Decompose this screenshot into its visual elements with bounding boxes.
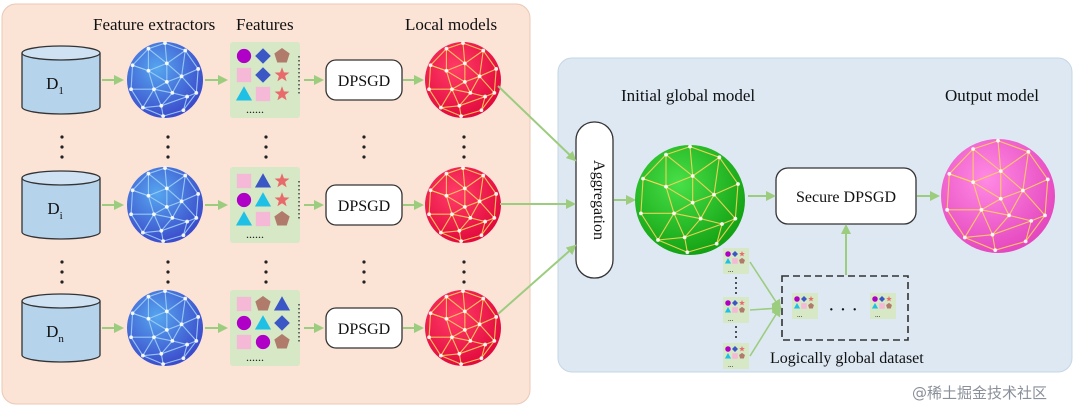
header-output-model: Output model [945,86,1039,105]
logical-dataset-label: Logically global dataset [770,350,924,367]
local-model-sphere [425,41,501,119]
logical-dataset-box [781,275,909,341]
vertical-ellipsis [462,260,466,284]
features-ellipsis: ...... [246,227,264,241]
dpsgd-label: DPSGD [338,73,390,90]
dataset-label: D1 [46,74,64,97]
local-model-mesh [427,166,499,244]
dataset-horizontal-ellipsis: · · · [828,299,858,321]
mini-features-3: ... [723,343,749,369]
local-model-body [425,167,501,243]
dpsgd-label: DPSGD [338,321,390,338]
header-initial-global-model: Initial global model [621,86,755,105]
local-model-sphere [425,289,501,367]
output-model-mesh [945,138,1050,253]
feature-extractor-body [127,42,203,118]
client-row-2: Di...... DPSGD [21,166,501,244]
global-model-body [635,145,745,255]
mini-vertical-ellipsis [735,277,737,294]
client-row-1: D1...... DPSGD [21,41,501,119]
dpsgd-box [325,184,403,226]
output-model-sphere [941,138,1055,253]
local-model-body [425,290,501,366]
arrow-local1-to-aggregation [497,85,577,162]
vertical-ellipsis [166,135,170,159]
vertical-ellipsis [462,135,466,159]
secure-dpsgd-label: Secure DPSGD [796,189,896,206]
initial-global-model-sphere [635,144,745,255]
watermark: @稀土掘金技术社区 [912,384,1047,402]
features-panel: ...... [230,290,300,366]
svg-text:...: ... [728,266,734,274]
dataset-cylinder: Dn [21,293,101,363]
vertical-ellipsis [264,135,268,159]
dataset-cylinder: D1 [21,45,101,115]
local-model-mesh [427,289,499,367]
arrow-mini-to-dataset [749,306,782,357]
feature-extractor-mesh [129,289,201,367]
header-features: Features [236,15,294,34]
feature-extractor-sphere [127,289,203,367]
local-model-sphere [425,166,501,244]
feature-extractor-mesh [129,166,201,244]
vertical-ellipsis [264,260,268,284]
dataset-label: Di [47,199,62,222]
arrow-localn-to-aggregation [497,244,577,315]
svg-text:...: ... [797,311,803,319]
mini-vertical-ellipsis [735,326,737,338]
dpsgd-box [325,307,403,349]
vertical-ellipsis [362,135,366,159]
vertical-ellipsis [60,135,64,159]
mini-features-box-2: ... [870,293,896,319]
aggregation-box [575,121,614,279]
aggregation-label: Aggregation [590,160,607,240]
dpsgd-label: DPSGD [338,198,390,215]
svg-text:...: ... [875,311,881,319]
feature-extractor-sphere [127,166,203,244]
mini-features-1: ... [723,248,749,274]
header-local-models: Local models [405,15,497,34]
vertical-ellipsis [166,260,170,284]
global-model-mesh [639,144,740,255]
local-model-body [425,42,501,118]
mini-features-box-1: ... [792,293,818,319]
vertical-ellipsis [362,260,366,284]
header-feature-extractors: Feature extractors [93,15,215,34]
dataset-label: Dn [46,322,64,345]
feature-extractor-body [127,167,203,243]
svg-text:...: ... [728,361,734,369]
arrow-mini-to-dataset [749,261,782,310]
client-row-3: Dn...... DPSGD [21,289,501,367]
output-model-body [941,139,1055,253]
features-panel: ...... [230,167,300,243]
features-panel: ...... [230,42,300,118]
mini-features-2: ... [723,297,749,323]
dpsgd-box [325,59,403,101]
feature-extractor-body [127,290,203,366]
features-ellipsis: ...... [246,350,264,364]
features-ellipsis: ...... [246,102,264,116]
local-model-mesh [427,41,499,119]
svg-text:...: ... [728,315,734,323]
feature-extractor-sphere [127,41,203,119]
vertical-ellipsis [60,260,64,284]
feature-extractor-mesh [129,41,201,119]
dataset-cylinder: Di [21,170,101,240]
